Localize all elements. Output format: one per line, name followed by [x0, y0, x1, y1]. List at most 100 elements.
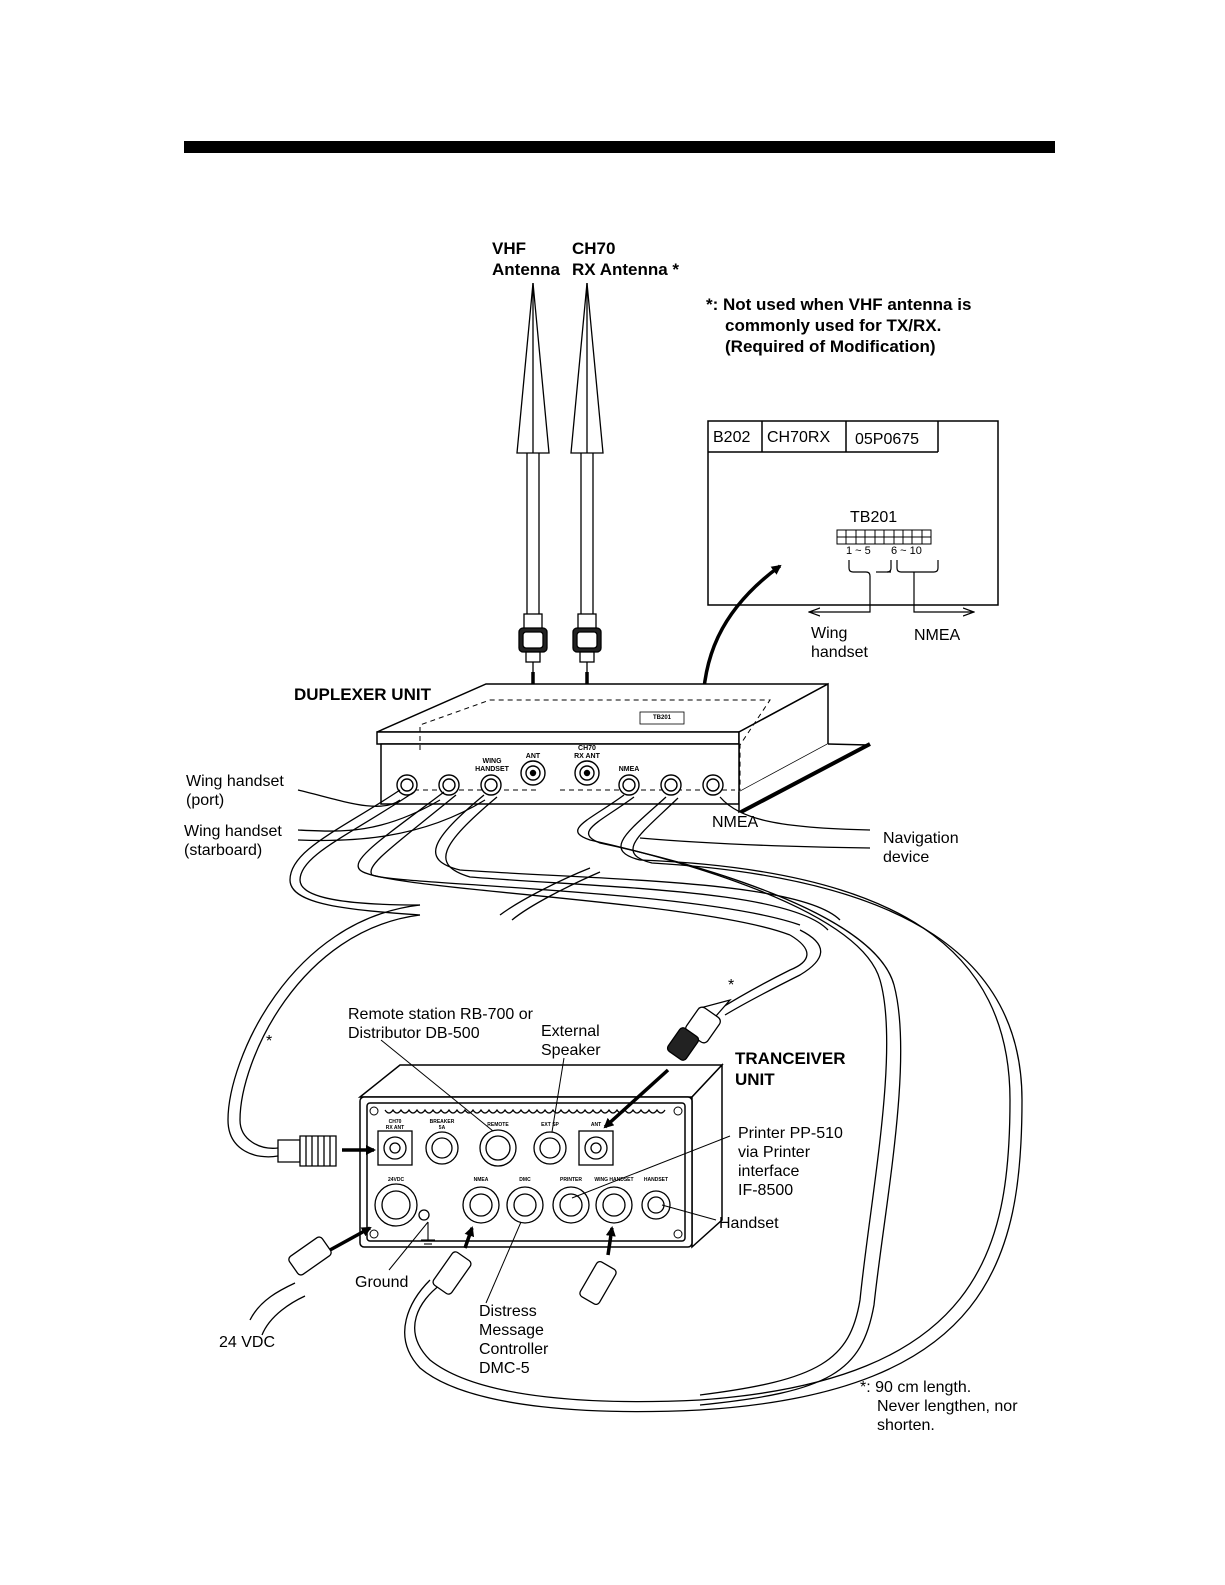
- terminal-label: TB201: [850, 509, 898, 526]
- tr-ch70-line2: RX ANT: [385, 1125, 405, 1131]
- ant-plug-icon: [666, 998, 732, 1061]
- wing-port-line2: (port): [186, 792, 225, 809]
- dc-plug-icon: [249, 1236, 332, 1336]
- note-bottom-line3: shorten.: [877, 1417, 935, 1434]
- vhf-antenna-label: VHF Antenna: [492, 238, 560, 280]
- tr-port-extsp: EXT SP: [541, 1122, 559, 1128]
- board-wing-line1: Wing: [811, 625, 848, 642]
- wing-handset-plug-icon: [579, 1260, 617, 1306]
- ground-icon: [421, 1222, 435, 1245]
- pins-left-label: 1 ~ 5: [846, 545, 871, 557]
- leader-lines: [380, 1039, 731, 1304]
- dup-wing-line2: HANDSET: [475, 766, 509, 773]
- duplexer-unit-icon: [376, 682, 871, 814]
- tr-port-ch70: CH70 RX ANT: [380, 1119, 410, 1131]
- note-bottom-line1: *: 90 cm length.: [860, 1379, 972, 1396]
- tr-port-remote: REMOTE: [487, 1122, 509, 1128]
- external-speaker-label: External Speaker: [541, 1022, 601, 1060]
- tr-port-wing: WING HANDSET: [594, 1177, 634, 1183]
- ch70-antenna-label: CH70 RX Antenna *: [572, 238, 679, 280]
- ch70-antenna-icon: [570, 282, 604, 615]
- tranceiver-line2: UNIT: [735, 1070, 775, 1089]
- note-bottom-line2: Never lengthen, nor: [877, 1398, 1018, 1415]
- wing-stbd-line2: (starboard): [184, 842, 263, 859]
- antenna-note: *: Not used when VHF antenna is commonly…: [706, 294, 971, 357]
- tranceiver-bottom-connectors: [374, 1183, 671, 1227]
- duplexer-port-ant: ANT: [525, 753, 541, 760]
- printer-line2: via Printer: [738, 1144, 811, 1161]
- tb201-board-outline: [639, 711, 685, 725]
- ch70-plug-icon: [572, 613, 602, 672]
- pins-right-label: 6 ~ 10: [891, 545, 922, 557]
- board-wing-label: Wing handset: [811, 624, 868, 662]
- speaker-line2: Speaker: [541, 1042, 601, 1059]
- duplexer-title: DUPLEXER UNIT: [294, 685, 431, 704]
- remote-line2: Distributor DB-500: [348, 1025, 480, 1042]
- remote-station-label: Remote station RB-700 or Distributor DB-…: [348, 1005, 533, 1043]
- pin-bracket-wing: [809, 560, 892, 612]
- dup-ch70-line2: RX ANT: [574, 753, 600, 760]
- vhf-antenna-icon: [516, 282, 550, 615]
- printer-label: Printer PP-510 via Printer interface IF-…: [738, 1124, 843, 1200]
- wing-handset-starboard-label: Wing handset (starboard): [184, 822, 282, 860]
- board-panel: [707, 420, 999, 606]
- vhf-label-line2: Antenna: [492, 260, 560, 279]
- distress-controller-label: Distress Message Controller DMC-5: [479, 1302, 548, 1378]
- tr-port-breaker: BREAKER 5A: [426, 1119, 458, 1131]
- board-cell-part: 05P0675: [855, 431, 920, 448]
- tr-breaker-line2: 5A: [438, 1125, 446, 1131]
- duplexer-port-wing: WING HANDSET: [470, 758, 514, 774]
- wing-port-line1: Wing handset: [186, 773, 284, 790]
- printer-line3: interface: [738, 1163, 800, 1180]
- printer-line1: Printer PP-510: [738, 1125, 843, 1142]
- board-cell-ch70rx: CH70RX: [767, 429, 831, 446]
- tr-port-printer: PRINTER: [560, 1177, 582, 1183]
- distress-line1: Distress: [479, 1303, 537, 1320]
- duplexer-connectors: [396, 760, 724, 796]
- board-cell-b202: B202: [713, 429, 751, 446]
- tranceiver-title: TRANCEIVER UNIT: [735, 1048, 846, 1090]
- vhf-label-line1: VHF: [492, 239, 526, 258]
- nav-line1: Navigation: [883, 830, 959, 847]
- cable-length-note: *: 90 cm length. Never lengthen, nor sho…: [860, 1378, 1018, 1435]
- distress-line2: Message: [479, 1322, 544, 1339]
- ground-label: Ground: [355, 1274, 409, 1291]
- board-wing-line2: handset: [811, 644, 868, 661]
- duplexer-nmea-label: NMEA: [712, 814, 759, 831]
- tr-port-nmea: NMEA: [473, 1177, 489, 1183]
- speaker-line1: External: [541, 1023, 600, 1040]
- panel-screws: [369, 1106, 683, 1239]
- pin-bracket-nmea: [896, 560, 974, 612]
- vdc-label: 24 VDC: [219, 1334, 276, 1351]
- note-top-line2: commonly used for TX/RX.: [725, 316, 942, 335]
- note-top-line3: (Required of Modification): [725, 337, 936, 356]
- vhf-plug-icon: [518, 613, 548, 672]
- star-marker-left: *: [266, 1033, 273, 1050]
- tr-breaker-line1: BREAKER: [429, 1119, 455, 1125]
- header-bar: [184, 141, 1055, 153]
- ch70-rx-plug-icon: [277, 1135, 337, 1167]
- board-nmea-label: NMEA: [914, 627, 961, 644]
- tranceiver-line1: TRANCEIVER: [735, 1049, 846, 1068]
- wing-handset-port-label: Wing handset (port): [186, 772, 284, 810]
- nav-line2: device: [883, 849, 930, 866]
- heatsink-fins: [384, 1108, 666, 1114]
- printer-line4: IF-8500: [738, 1182, 794, 1199]
- duplexer-cables: [227, 789, 1023, 1413]
- tranceiver-top-connectors: [377, 1129, 614, 1167]
- duplexer-tb-small: TB201: [652, 715, 671, 721]
- tr-ch70-line1: CH70: [388, 1119, 402, 1125]
- tr-port-handset: HANDSET: [643, 1177, 669, 1183]
- terminal-block-icon: [836, 529, 932, 545]
- note-top-line1: *: Not used when VHF antenna is: [706, 295, 972, 314]
- ch70-label-line2: RX Antenna *: [572, 260, 680, 279]
- tr-port-dmc: DMC: [519, 1177, 531, 1183]
- dup-ch70-line1: CH70: [578, 745, 596, 752]
- nmea-plug-icon: [432, 1251, 472, 1295]
- distress-line3: Controller: [479, 1341, 549, 1358]
- wing-stbd-line1: Wing handset: [184, 823, 282, 840]
- duplexer-port-ch70: CH70 RX ANT: [570, 745, 604, 761]
- distress-line4: DMC-5: [479, 1360, 530, 1377]
